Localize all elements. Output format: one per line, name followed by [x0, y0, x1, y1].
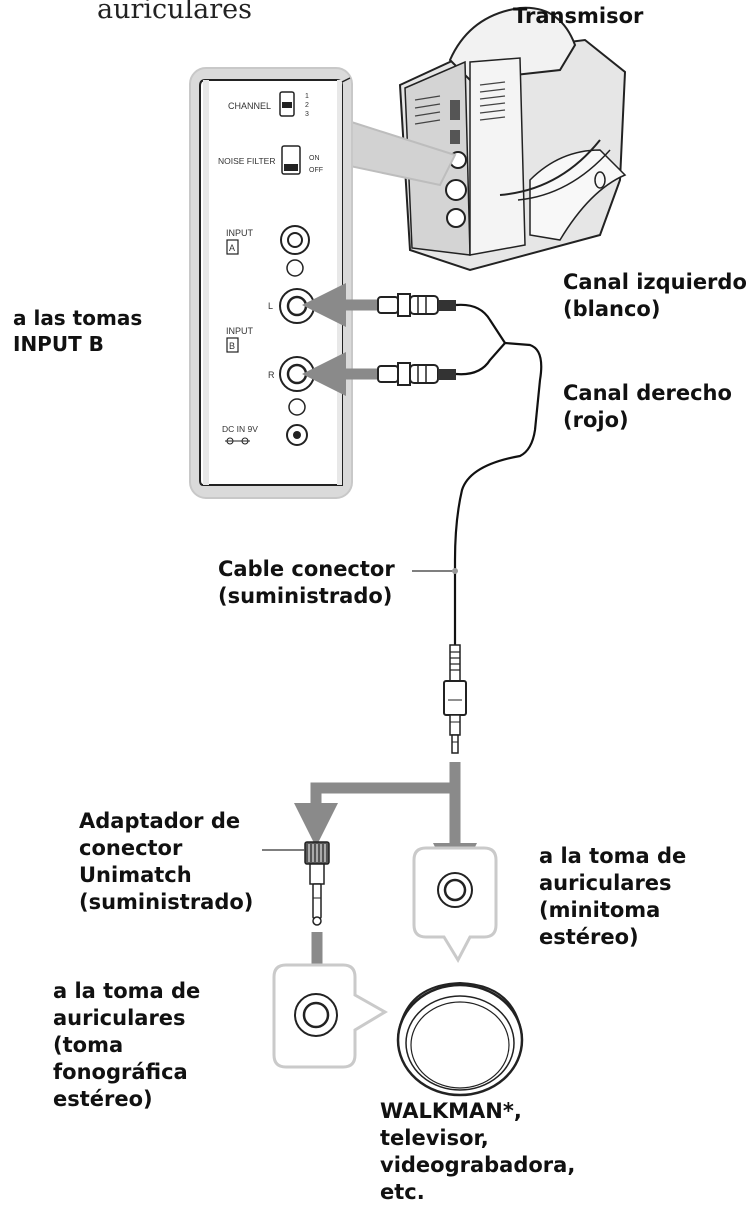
mini-jack-callout	[412, 846, 498, 964]
channel-position-3: 3	[305, 111, 309, 118]
channel-position-1: 1	[305, 93, 309, 100]
stereo-mini-plug	[443, 644, 467, 754]
label-phone-jack-line3: (toma	[53, 1032, 124, 1057]
label-adaptor: Adaptador de conector Unimatch (suminist…	[79, 808, 253, 916]
label-adaptor-line3: Unimatch	[79, 862, 192, 887]
rca-plug-left	[377, 293, 456, 317]
label-input-b: a las tomas INPUT B	[13, 306, 142, 357]
input-a-label: INPUT	[226, 228, 254, 238]
label-input-b-line1: a las tomas	[13, 306, 143, 330]
label-devices-line2: televisor,	[380, 1125, 489, 1150]
leader-lines	[262, 568, 458, 851]
label-phone-jack-line5: estéreo)	[53, 1086, 153, 1111]
label-mini-jack-line4: estéreo)	[539, 924, 639, 949]
label-mini-jack-line2: auriculares	[539, 870, 672, 895]
panel-markings: CHANNEL 1 2 3 NOISE FILTER ON OFF INPUT …	[218, 93, 323, 434]
label-phone-jack-line4: fonográfica	[53, 1059, 188, 1084]
label-right-channel-line2: (rojo)	[563, 407, 629, 432]
jack-r-label: R	[268, 370, 275, 380]
label-mini-jack-line1: a la toma de	[539, 844, 687, 868]
label-left-channel: Canal izquierdo (blanco)	[563, 269, 747, 323]
label-devices-line4: etc.	[380, 1179, 425, 1204]
label-devices-line3: videograbadora,	[380, 1152, 576, 1177]
noise-filter-on: ON	[309, 155, 320, 162]
label-left-channel-line2: (blanco)	[563, 296, 661, 321]
partial-title: auriculares	[97, 0, 253, 25]
label-input-b-line2: INPUT B	[13, 331, 104, 356]
label-adaptor-line1: Adaptador de	[79, 809, 241, 833]
label-cable: Cable conector (suministrado)	[218, 556, 395, 610]
label-devices-line1: WALKMAN*,	[380, 1099, 522, 1123]
label-left-channel-line1: Canal izquierdo	[563, 270, 747, 294]
input-b-letter: B	[229, 341, 235, 351]
phone-jack-callout	[272, 963, 388, 1069]
plug-arrows	[302, 283, 378, 396]
label-mini-jack-line3: (minitoma	[539, 897, 661, 922]
label-mini-jack: a la toma de auriculares (minitoma estér…	[539, 843, 686, 951]
label-phone-jack: a la toma de auriculares (toma fonográfi…	[53, 978, 200, 1112]
label-right-channel: Canal derecho (rojo)	[563, 380, 732, 434]
input-a-letter: A	[229, 243, 235, 253]
unimatch-adaptor	[304, 841, 330, 926]
dc-in-label: DC IN 9V	[222, 424, 258, 434]
channel-position-2: 2	[305, 102, 309, 109]
rca-plug-right	[377, 362, 456, 386]
channel-label: CHANNEL	[228, 101, 271, 111]
label-cable-line2: (suministrado)	[218, 583, 393, 608]
transmitter-title: Transmisor	[513, 4, 644, 28]
label-devices: WALKMAN*, televisor, videograbadora, etc…	[380, 1098, 575, 1206]
label-phone-jack-line2: auriculares	[53, 1005, 186, 1030]
transmitter-illustration	[398, 6, 627, 272]
transmitter-back-panel	[189, 67, 353, 499]
jack-l-label: L	[268, 301, 273, 311]
label-cable-line1: Cable conector	[218, 557, 395, 581]
label-adaptor-line4: (suministrado)	[79, 889, 254, 914]
noise-filter-off: OFF	[309, 167, 323, 174]
noise-filter-label: NOISE FILTER	[218, 156, 275, 166]
label-right-channel-line1: Canal derecho	[563, 381, 732, 405]
connecting-cable	[453, 303, 543, 645]
label-phone-jack-line1: a la toma de	[53, 979, 201, 1003]
input-b-label: INPUT	[226, 326, 254, 336]
walkman-device	[396, 981, 524, 1097]
label-adaptor-line2: conector	[79, 835, 183, 860]
